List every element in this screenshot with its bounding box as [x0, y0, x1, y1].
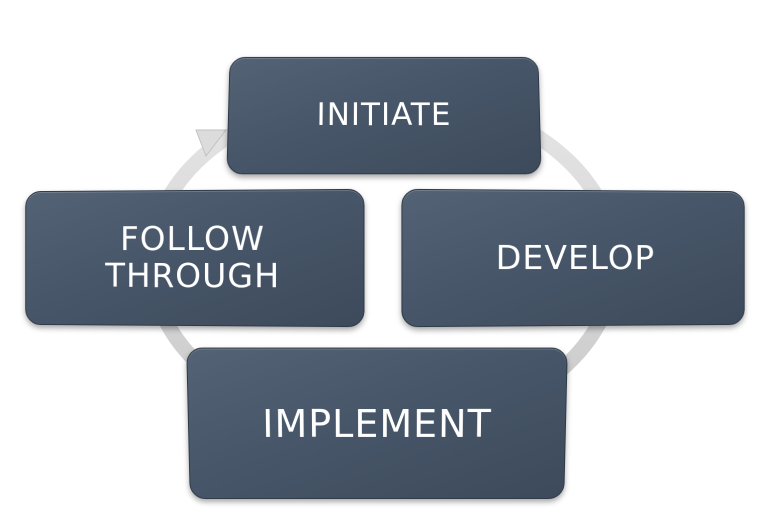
step-initiate-box: INITIATE — [226, 56, 542, 175]
step-follow-through-box: FOLLOW THROUGH — [25, 188, 365, 328]
cycle-arrowhead — [195, 129, 228, 158]
step-initiate-label: INITIATE — [316, 96, 452, 133]
step-follow-through-label-line1: FOLLOW — [120, 218, 265, 259]
step-implement-label: IMPLEMENT — [261, 401, 493, 446]
step-follow-through-label-line2: THROUGH — [105, 255, 281, 296]
step-develop-box: DEVELOP — [401, 188, 745, 328]
step-implement-box: IMPLEMENT — [186, 347, 568, 500]
step-develop-label: DEVELOP — [495, 237, 656, 277]
